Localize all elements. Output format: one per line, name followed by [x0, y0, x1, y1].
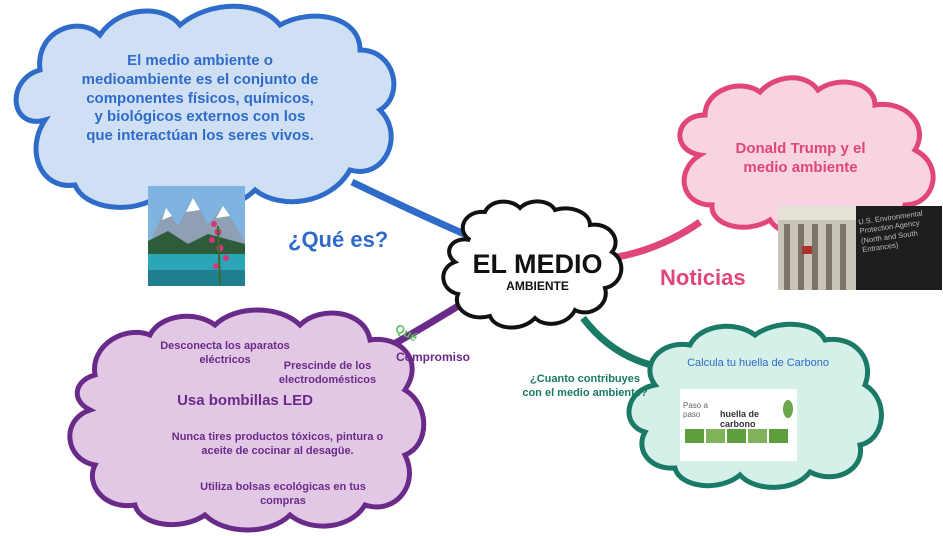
- compromiso-item-desconecta: Desconecta los aparatos eléctricos: [160, 340, 290, 366]
- connector-noticias: [611, 219, 703, 262]
- epa-building-image: U.S. Environmental Protection Agency (No…: [778, 206, 942, 290]
- compromiso-item-prescinde: Prescinde de los electrodomésticos: [278, 360, 377, 386]
- compromiso-item-bombillas: Usa bombillas LED: [177, 392, 313, 409]
- center-title: EL MEDIO: [472, 249, 603, 279]
- compromiso-label[interactable]: Compromiso: [396, 350, 471, 364]
- center-subtitle: AMBIENTE: [506, 279, 569, 293]
- compromiso-item-toxicos: Nunca tires productos tóxicos, pintura o…: [171, 431, 384, 457]
- huella-image-text-2: huella de carbono: [720, 409, 760, 429]
- noticias-label[interactable]: Noticias: [660, 265, 746, 290]
- mountain-lake-image: [148, 186, 245, 286]
- huella-question[interactable]: ¿Cuanto contribuyes con el medio ambient…: [522, 373, 648, 399]
- huella-image-text-1: Paso a paso: [683, 401, 708, 419]
- huella-text: Calcula tu huella de Carbono: [687, 357, 829, 369]
- que-es-label[interactable]: ¿Qué es?: [288, 227, 389, 252]
- noticias-cloud[interactable]: [677, 75, 936, 237]
- compromiso-cloud[interactable]: [67, 307, 427, 533]
- noticias-text: Donald Trump y el medio ambiente: [735, 140, 866, 176]
- huella-carbono-image: Paso a paso huella de carbono: [680, 389, 797, 461]
- que-es-text: El medio ambiente o medioambiente es el …: [81, 52, 319, 144]
- compromiso-item-bolsas: Utiliza bolsas ecológicas en tus compras: [200, 481, 366, 507]
- center-cloud[interactable]: [441, 199, 624, 330]
